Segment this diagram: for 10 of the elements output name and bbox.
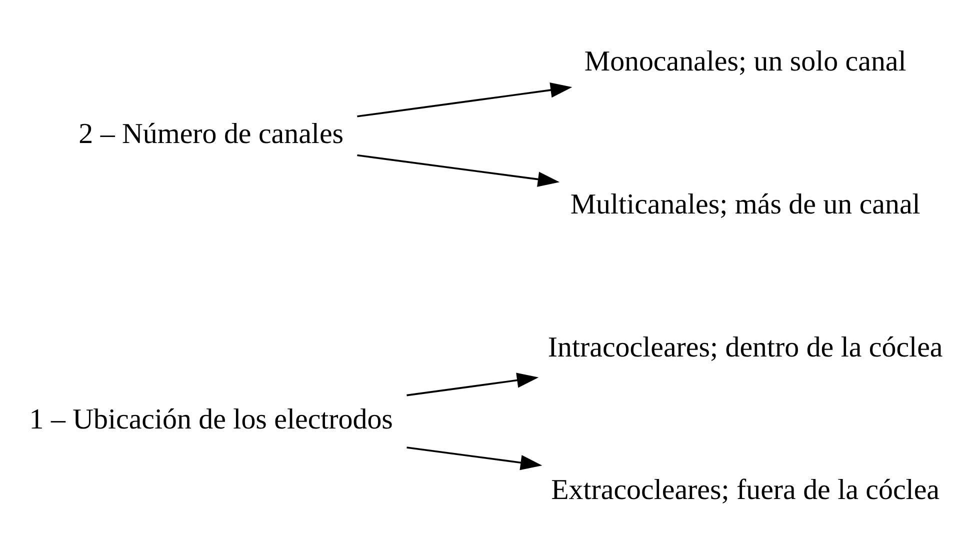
node-text: 1 – Ubicación de los electrodos	[29, 404, 393, 436]
node-text: Multicanales; más de un canal	[570, 188, 920, 220]
arrow	[357, 154, 560, 187]
node-text: Monocanales; un solo canal	[584, 46, 906, 78]
arrow	[406, 446, 542, 470]
node-text: Intracocleares; dentro de la cóclea	[548, 331, 943, 364]
arrow	[357, 82, 572, 118]
arrow	[406, 372, 539, 396]
node-text: Extracocleares; fuera de la cóclea	[551, 474, 940, 506]
node-text: 2 – Número de canales	[78, 118, 344, 150]
